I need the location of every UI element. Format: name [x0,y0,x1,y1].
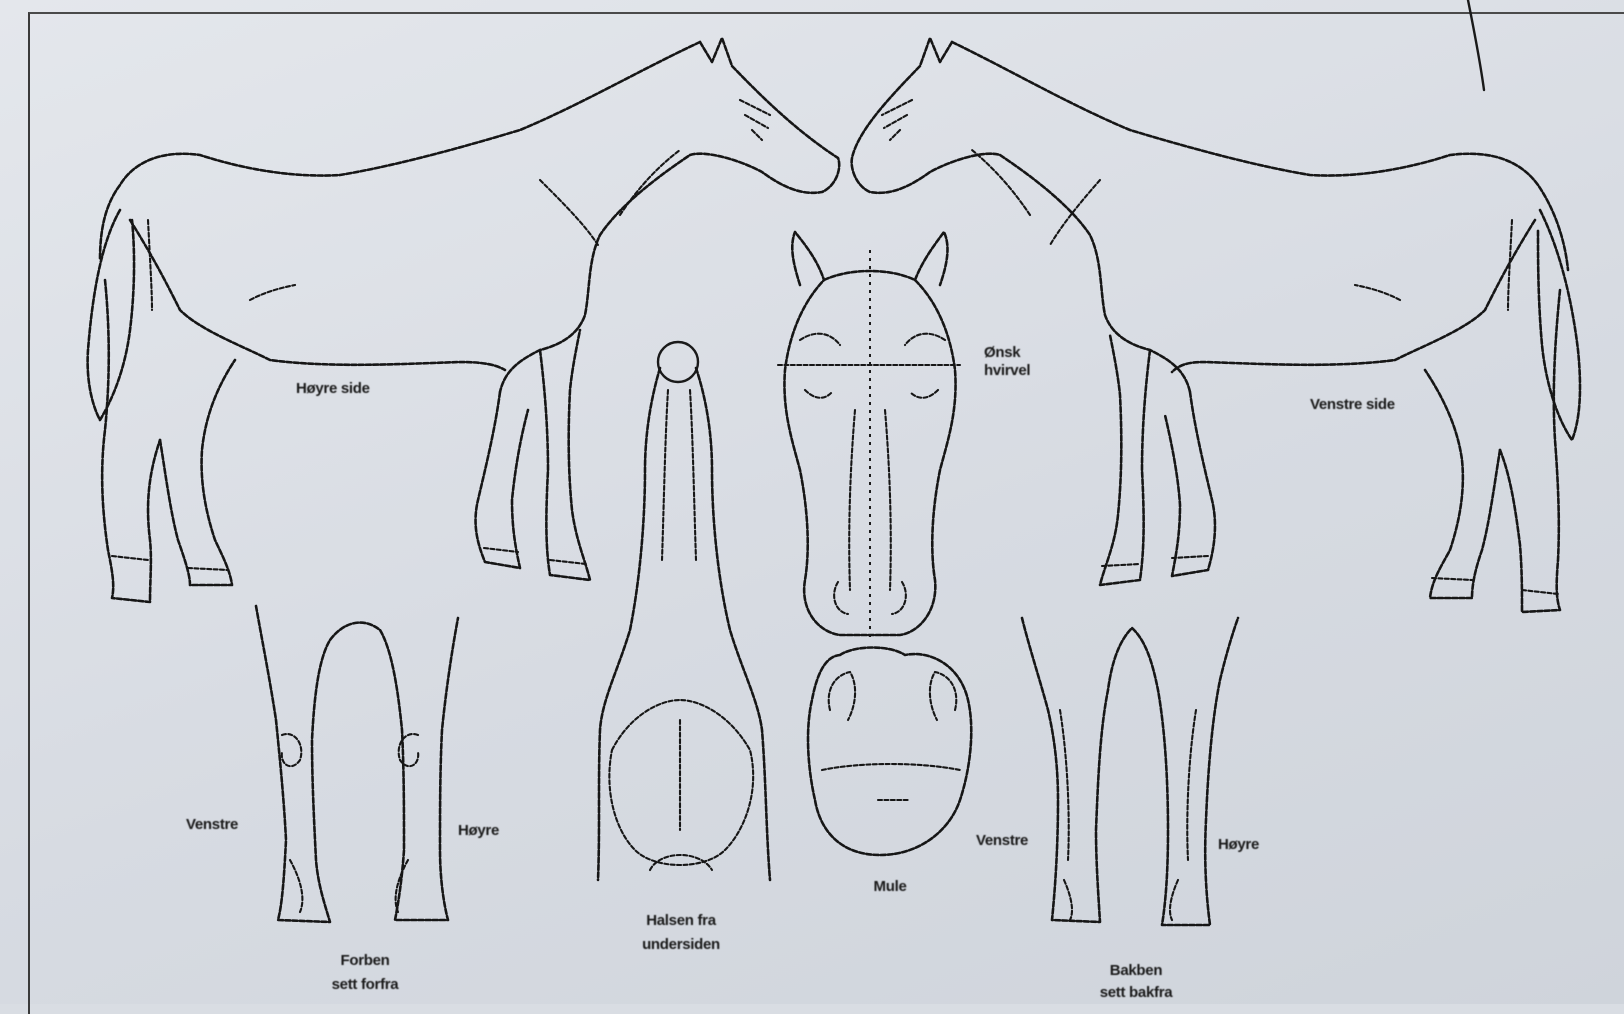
label-muzzle: Mule [860,878,920,896]
label-neck-caption-1: Halsen fra [626,912,736,930]
label-hind-right: Høyre [1218,836,1259,854]
label-hind-left: Venstre [976,832,1028,850]
label-neck-caption-2: undersiden [622,936,740,954]
label-left-side: Venstre side [1310,396,1395,414]
label-front-left: Venstre [186,816,238,834]
label-hind-caption-2: sett bakfra [1078,984,1194,1002]
label-hind-caption-1: Bakben [1086,962,1186,980]
front-legs-drawing [256,606,458,922]
neck-underside-drawing [598,342,770,880]
label-right-side: Høyre side [296,380,370,398]
label-front-right: Høyre [458,822,499,840]
horse-left-side-drawing [852,38,1580,612]
label-front-caption-2: sett forfra [306,976,424,994]
label-front-caption-1: Forben [320,952,410,970]
corner-pen-stroke [1468,0,1484,90]
head-front-drawing [778,232,960,640]
horse-right-side-drawing [88,38,840,602]
hind-legs-drawing [1022,618,1238,925]
muzzle-drawing [808,648,971,856]
label-whorl: Ønsk hvirvel [984,344,1064,380]
